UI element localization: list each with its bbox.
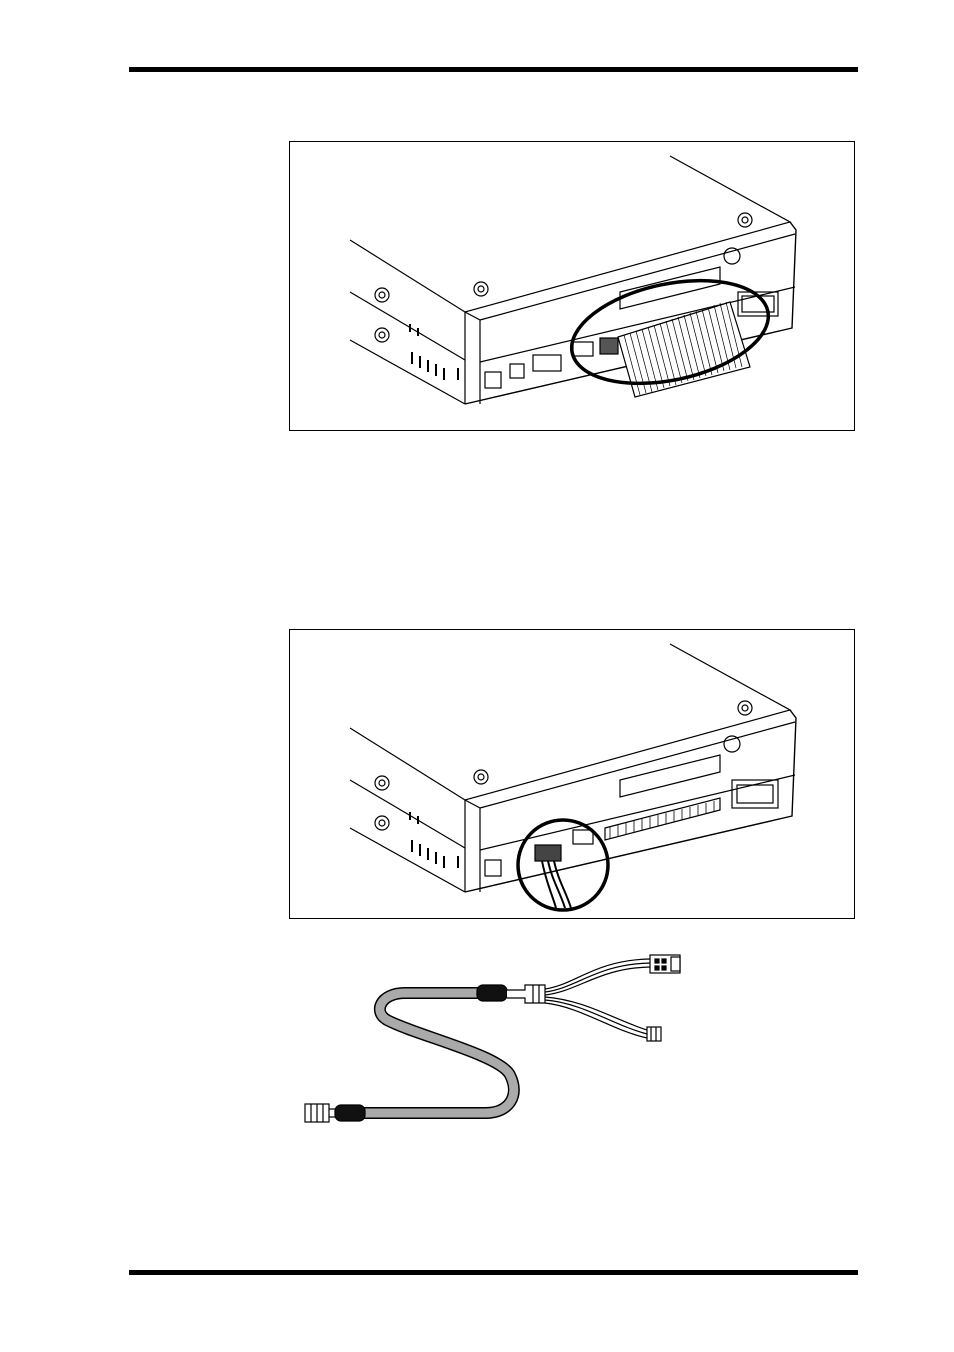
figure-ribbon-cable-connection: [289, 141, 855, 431]
drive-rear-ribbon-cable-illustration: [290, 142, 855, 431]
header-rule: [129, 67, 858, 72]
figure-audio-cable-connection: [289, 629, 855, 919]
drive-rear-audio-cable-illustration: [290, 630, 855, 919]
footer-rule: [129, 1270, 858, 1275]
audio-y-cable-illustration: [295, 945, 695, 1130]
